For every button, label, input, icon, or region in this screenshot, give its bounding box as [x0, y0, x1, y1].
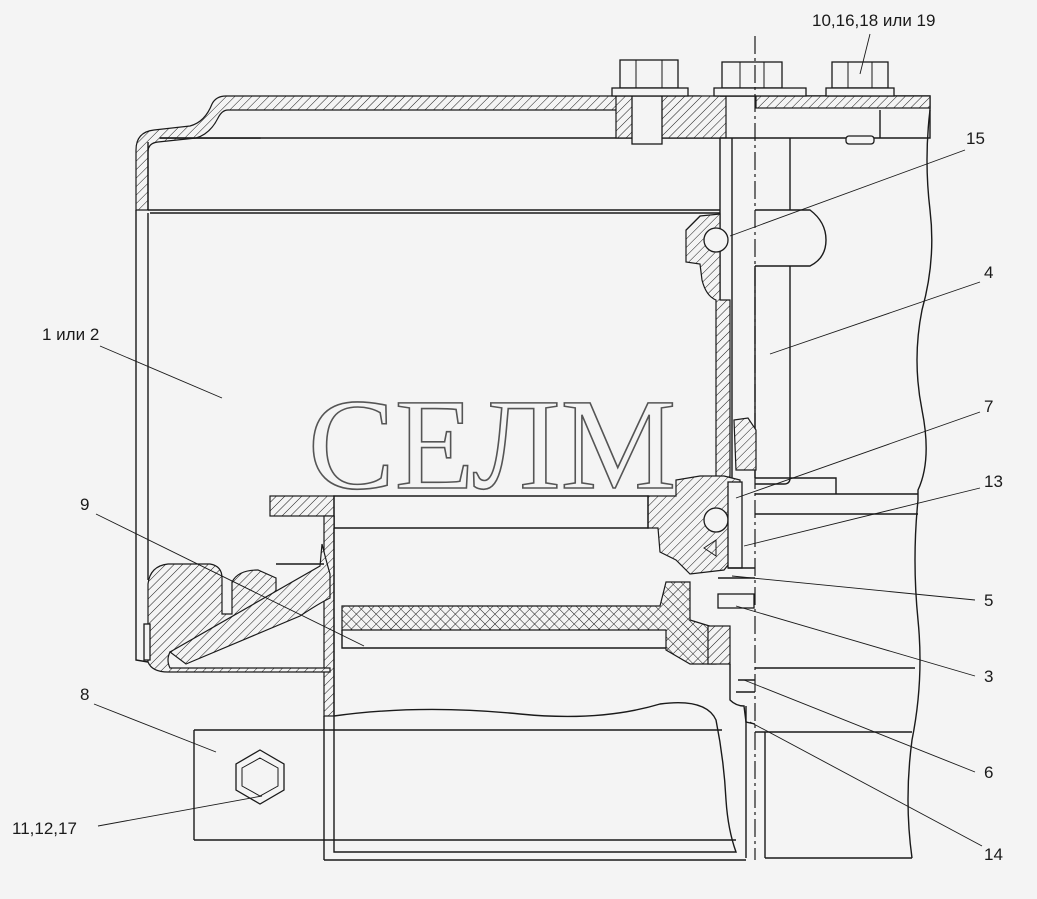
callout-9: 9 [80, 495, 89, 514]
callout-15: 15 [966, 129, 985, 148]
callout-7: 7 [984, 397, 993, 416]
upper-sleeve [686, 214, 730, 480]
bracket [194, 703, 746, 860]
callout-3: 3 [984, 667, 993, 686]
tank-body [136, 210, 330, 672]
top-bolts [612, 60, 894, 96]
housing-wall [324, 516, 334, 716]
callout-5: 5 [984, 591, 993, 610]
shaft-end [730, 664, 755, 858]
right-break-line [908, 110, 932, 858]
callout-13: 13 [984, 472, 1003, 491]
callout-1-2: 1 или 2 [42, 325, 99, 344]
callout-4: 4 [984, 263, 993, 282]
callout-11-12-17: 11,12,17 [12, 819, 77, 838]
callout-6: 6 [984, 763, 993, 782]
callout-8: 8 [80, 685, 89, 704]
impeller [342, 578, 755, 664]
callout-14: 14 [984, 845, 1003, 864]
callout-10-16-18-19: 10,16,18 или 19 [812, 11, 935, 30]
top-cover [136, 96, 930, 213]
